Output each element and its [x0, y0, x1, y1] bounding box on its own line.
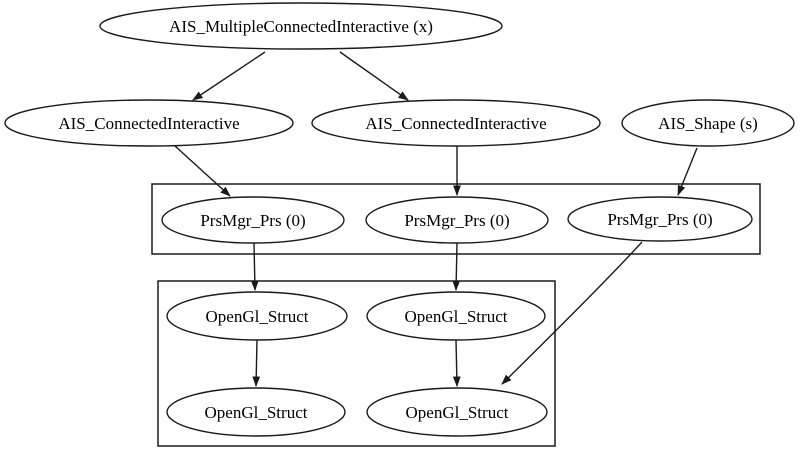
- node-prsmgr-prs-left: PrsMgr_Prs (0): [161, 196, 345, 244]
- node-opengl-struct-top-left-shape: [166, 291, 348, 341]
- node-ais-multiple-connected-interactive-shape: [99, 2, 503, 50]
- edge-prs-right-to-gl-bottom-right: [501, 241, 643, 385]
- prsmgr-cluster-box: [151, 183, 761, 255]
- node-ais-connected-interactive-right: AIS_ConnectedInteractive: [311, 99, 601, 147]
- node-ais-shape-label: AIS_Shape (s): [658, 114, 758, 133]
- node-prsmgr-prs-right-shape: [567, 196, 753, 242]
- edge-prs-left-to-gl-top-left: [250, 242, 259, 291]
- node-opengl-struct-bottom-right: OpenGl_Struct: [366, 387, 548, 437]
- edge-root-to-connected-left: [192, 51, 266, 101]
- node-opengl-struct-bottom-right-label: OpenGl_Struct: [406, 403, 509, 422]
- node-prsmgr-prs-left-shape: [161, 196, 345, 244]
- node-ais-connected-interactive-right-label: AIS_ConnectedInteractive: [365, 114, 546, 133]
- node-opengl-struct-top-left: OpenGl_Struct: [166, 291, 348, 341]
- node-ais-shape: AIS_Shape (s): [621, 99, 795, 147]
- node-ais-connected-interactive-left: AIS_ConnectedInteractive: [4, 99, 294, 147]
- node-ais-connected-interactive-left-label: AIS_ConnectedInteractive: [58, 114, 239, 133]
- node-opengl-struct-bottom-left-label: OpenGl_Struct: [205, 403, 308, 422]
- edge-ais-shape-to-prs-right: [677, 147, 698, 196]
- node-opengl-struct-bottom-left-shape: [166, 387, 346, 437]
- node-opengl-struct-bottom-left: OpenGl_Struct: [166, 387, 346, 437]
- node-ais-multiple-connected-interactive-label: AIS_MultipleConnectedInteractive (x): [169, 17, 433, 36]
- node-prsmgr-prs-left-label: PrsMgr_Prs (0): [200, 211, 305, 230]
- edge-prs-mid-to-gl-top-right: [452, 242, 461, 291]
- edge-connected-left-to-prs-left: [174, 145, 231, 197]
- node-ais-multiple-connected-interactive: AIS_MultipleConnectedInteractive (x): [99, 2, 503, 50]
- node-prsmgr-prs-mid-label: PrsMgr_Prs (0): [404, 211, 509, 230]
- node-prsmgr-prs-mid-shape: [365, 196, 549, 244]
- node-prsmgr-prs-right-label: PrsMgr_Prs (0): [607, 210, 712, 229]
- edge-gl-top-left-to-gl-bottom-left: [252, 339, 261, 387]
- node-opengl-struct-top-left-label: OpenGl_Struct: [206, 307, 309, 326]
- node-opengl-struct-top-right: OpenGl_Struct: [366, 291, 546, 341]
- opengl-cluster-box: [157, 280, 556, 447]
- node-prsmgr-prs-mid: PrsMgr_Prs (0): [365, 196, 549, 244]
- node-opengl-struct-top-right-shape: [366, 291, 546, 341]
- node-prsmgr-prs-right: PrsMgr_Prs (0): [567, 196, 753, 242]
- node-opengl-struct-top-right-label: OpenGl_Struct: [405, 307, 508, 326]
- node-ais-connected-interactive-right-shape: [311, 99, 601, 147]
- edge-gl-top-right-to-gl-bottom-right: [452, 339, 461, 387]
- node-opengl-struct-bottom-right-shape: [366, 387, 548, 437]
- edge-root-to-connected-right: [339, 51, 409, 101]
- node-ais-connected-interactive-left-shape: [4, 99, 294, 147]
- node-ais-shape-shape: [621, 99, 795, 147]
